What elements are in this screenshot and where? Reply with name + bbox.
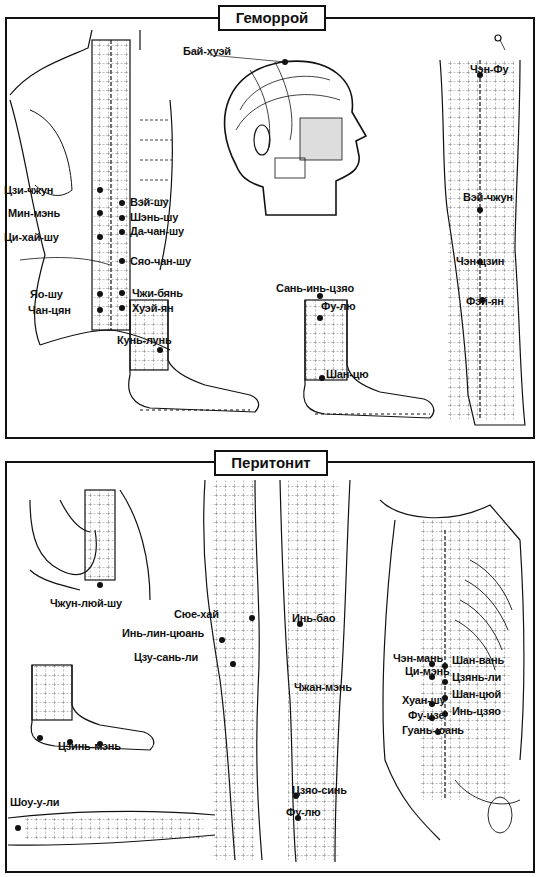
point-label: Яо-шу [30, 288, 63, 300]
point-label: Инь-лин-цюань [122, 627, 204, 639]
point-label: Цзинь-мэнь [58, 740, 121, 752]
point-label: Чжан-мэнь [294, 681, 352, 693]
point-label: Шан-вань [452, 654, 504, 666]
point-label: Цзянь-ли [452, 671, 501, 683]
point-label: Фу-лю [321, 300, 356, 312]
point-label: Мин-мэнь [8, 207, 60, 219]
point-label: Ци-хай-шу [4, 231, 59, 243]
panel-heading: Перитонит [214, 450, 328, 476]
point-label: Кунь-лунь [117, 334, 171, 346]
point-label: Бай-хуэй [183, 45, 231, 57]
point-label: Да-чан-шу [130, 225, 184, 237]
point-label: Сань-инь-цзяо [276, 282, 354, 294]
point-label: Инь-бао [292, 612, 335, 624]
point-label: Шэнь-шу [130, 211, 178, 223]
point-label: Вэй-шу [130, 196, 169, 208]
point-label: Вэй-чжун [463, 191, 513, 203]
point-label: Чэн-цзин [456, 255, 504, 267]
heading-text: Перитонит [216, 452, 326, 473]
point-label: Чжи-бянь [132, 287, 183, 299]
point-label: Цзу-сань-ли [134, 651, 198, 663]
point-label: Шан-цю [326, 368, 368, 380]
panel-heading: Геморрой [218, 5, 326, 31]
point-label: Гуань-юань [402, 724, 464, 736]
point-label: Чжун-люй-шу [50, 597, 122, 609]
point-label: Инь-цзяо [452, 705, 501, 717]
point-label: Цзяо-синь [292, 784, 347, 796]
point-label: Фэй-ян [466, 295, 504, 307]
point-label: Шоу-у-ли [10, 796, 59, 808]
point-label: Сяо-чан-шу [130, 255, 191, 267]
point-label: Чан-цян [28, 304, 71, 316]
point-label: Сюе-хай [174, 608, 219, 620]
point-label: Чэн-Фу [470, 63, 508, 75]
point-label: Хуэй-ян [132, 302, 173, 314]
point-label: Фу-лю [286, 806, 321, 818]
point-label: Шан-цюй [452, 688, 501, 700]
point-label: Фу-цзе [408, 709, 444, 721]
point-label: Цзи-чжун [4, 184, 53, 196]
point-label: Чэн-мань [393, 652, 443, 664]
point-label: Хуан-шу [402, 694, 445, 706]
heading-text: Геморрой [220, 7, 324, 28]
point-label: Ци-мэнь [405, 665, 450, 677]
